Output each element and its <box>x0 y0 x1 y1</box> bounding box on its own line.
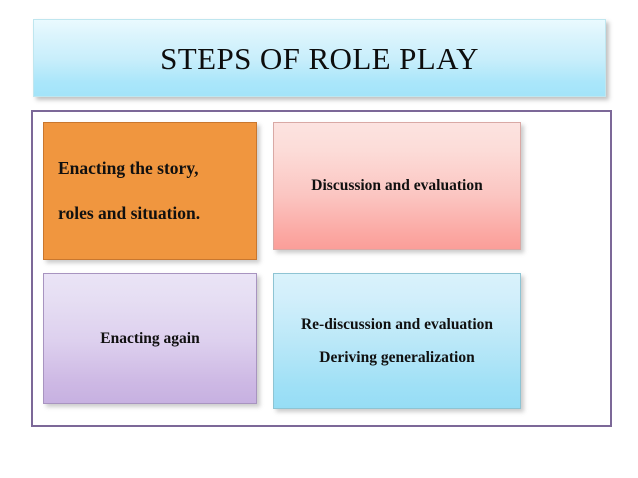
step-text-line: Enacting the story, <box>58 157 199 178</box>
step-text-line: Deriving generalization <box>319 348 475 366</box>
step-box-rediscussion[interactable]: Re-discussion and evaluation Deriving ge… <box>273 273 521 409</box>
step-text-line: roles and situation. <box>58 203 201 223</box>
content-frame: Enacting the story, roles and situation.… <box>31 110 612 427</box>
step-box-enacting-story[interactable]: Enacting the story, roles and situation. <box>43 122 257 260</box>
title-banner: STEPS OF ROLE PLAY <box>33 19 606 97</box>
step-text-line: Re-discussion and evaluation <box>300 316 494 333</box>
page-title: STEPS OF ROLE PLAY <box>160 40 479 76</box>
step-box-enacting-again[interactable]: Enacting again <box>43 273 257 404</box>
step-text-line: Discussion and evaluation <box>311 177 483 195</box>
step-text-line: Enacting again <box>100 329 200 347</box>
step-box-discussion[interactable]: Discussion and evaluation <box>273 122 521 250</box>
